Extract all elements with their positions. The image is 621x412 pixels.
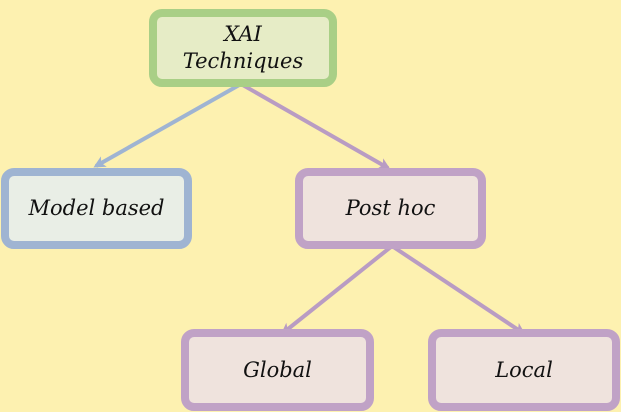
node-global-label: Global xyxy=(243,357,312,382)
node-local: Local xyxy=(428,329,620,411)
edge-root-to-model-based xyxy=(93,82,242,168)
node-local-label: Local xyxy=(495,357,553,382)
node-xai-techniques-line1: XAI xyxy=(224,22,262,46)
edge-post-hoc-to-local xyxy=(390,244,526,335)
node-post-hoc-label: Post hoc xyxy=(345,196,436,220)
node-xai-techniques-line2: Techniques xyxy=(182,49,304,73)
node-model-based-label: Model based xyxy=(28,196,165,220)
edge-root-to-post-hoc xyxy=(240,82,391,170)
edge-post-hoc-to-global xyxy=(280,244,394,335)
node-xai-techniques: XAI Techniques xyxy=(149,9,337,87)
node-global: Global xyxy=(181,329,374,411)
node-model-based: Model based xyxy=(1,168,192,249)
node-post-hoc: Post hoc xyxy=(295,168,486,249)
